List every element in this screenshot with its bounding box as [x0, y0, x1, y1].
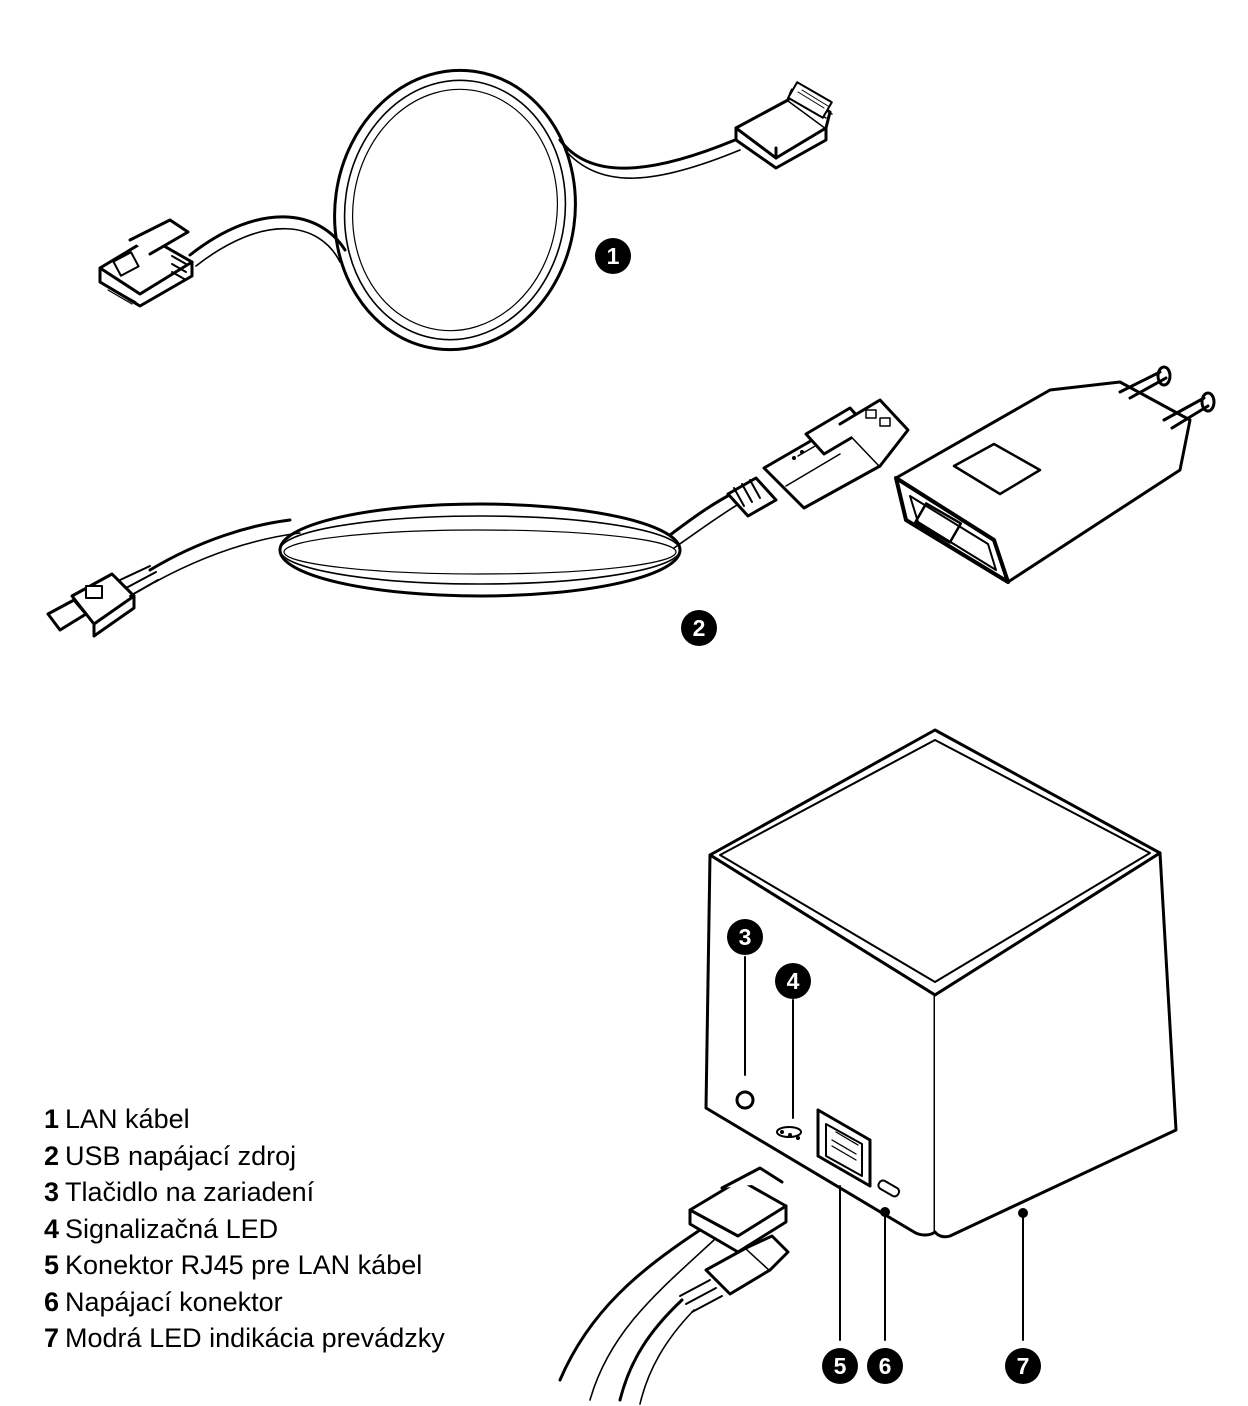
- callout-badge-5: 5: [822, 1348, 858, 1384]
- plugged-cables: [558, 1166, 790, 1405]
- legend-text: Konektor RJ45 pre LAN kábel: [65, 1250, 423, 1280]
- legend-number: 4: [44, 1213, 60, 1244]
- callout-badge-2: 2: [681, 610, 717, 646]
- cube-front-right: [933, 851, 1178, 1239]
- legend-text: Napájací konektor: [65, 1286, 283, 1317]
- legend-text: Modrá LED indikácia prevádzky: [65, 1323, 445, 1353]
- callout-number: 6: [879, 1353, 892, 1379]
- callout-number: 2: [693, 615, 706, 641]
- lan-cable-illustration: [98, 68, 833, 352]
- wall-charger-icon: [894, 365, 1216, 584]
- status-led-icon: [776, 1126, 802, 1140]
- usb-cable-coil: [278, 502, 682, 598]
- usb-a-plug-icon: [726, 398, 910, 518]
- callout-badge-4: 4: [775, 963, 811, 999]
- legend-number: 2: [44, 1140, 60, 1171]
- callout-badge-1: 1: [595, 238, 631, 274]
- legend-number: 3: [44, 1177, 60, 1207]
- lan-cable-coil: [333, 68, 577, 352]
- callout-number: 3: [739, 924, 752, 950]
- callout-number: 7: [1017, 1353, 1030, 1379]
- micro-usb-plug-icon: [46, 565, 159, 638]
- rj45-port-icon: [816, 1108, 872, 1188]
- rj45-plug-icon: [98, 218, 194, 308]
- callout-number: 4: [787, 968, 800, 994]
- legend-number: 5: [44, 1250, 60, 1280]
- legend-number: 7: [44, 1323, 60, 1353]
- power-port-icon: [877, 1179, 901, 1198]
- gateway-cube-illustration: [558, 728, 1178, 1405]
- legend-number: 1: [44, 1104, 60, 1134]
- callout-number: 5: [834, 1353, 847, 1379]
- rj45-plug-icon: [734, 81, 833, 170]
- device-button-icon: [735, 1090, 755, 1110]
- legend-text: Tlačidlo na zariadení: [65, 1177, 315, 1207]
- callout-badge-7: 7: [1005, 1348, 1041, 1384]
- legend-text: LAN kábel: [65, 1104, 190, 1134]
- callout-badge-3: 3: [727, 919, 763, 955]
- legend-text: USB napájací zdroj: [65, 1140, 297, 1171]
- callout-badge-6: 6: [867, 1348, 903, 1384]
- usb-power-supply-illustration: [46, 365, 1216, 638]
- callout-number: 1: [607, 243, 620, 269]
- legend-number: 6: [44, 1286, 60, 1317]
- legend-text: Signalizačná LED: [65, 1213, 279, 1244]
